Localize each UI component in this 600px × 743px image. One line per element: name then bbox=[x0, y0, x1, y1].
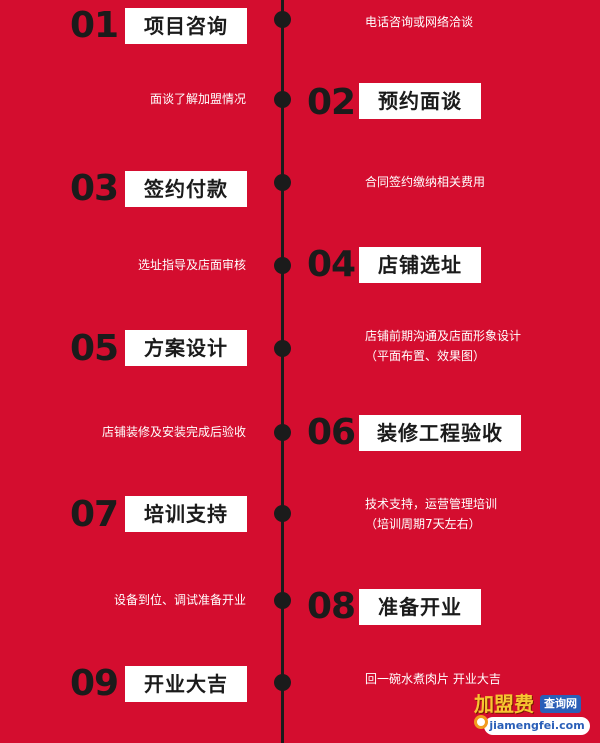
timeline-dot bbox=[274, 592, 291, 609]
step-description-line: 回一碗水煮肉片 开业大吉 bbox=[365, 672, 501, 686]
step-description: 合同签约缴纳相关费用 bbox=[365, 172, 485, 192]
timeline-dot bbox=[274, 257, 291, 274]
step-title: 开业大吉 bbox=[125, 666, 247, 702]
timeline-dot bbox=[274, 340, 291, 357]
step-title: 项目咨询 bbox=[125, 8, 247, 44]
step-08: 设备到位、调试准备开业 08 准备开业 bbox=[0, 580, 600, 640]
timeline-line bbox=[281, 0, 284, 743]
step-description-line: 技术支持，运营管理培训 bbox=[365, 497, 498, 511]
step-description: 设备到位、调试准备开业 bbox=[114, 590, 246, 610]
step-description-line: 合同签约缴纳相关费用 bbox=[365, 175, 486, 189]
step-number: 07 bbox=[70, 494, 119, 535]
step-description-line: 设备到位、调试准备开业 bbox=[113, 593, 246, 607]
step-description-line: 店铺装修及安装完成后验收 bbox=[101, 425, 246, 439]
step-title: 方案设计 bbox=[125, 330, 247, 366]
step-description: 面谈了解加盟情况 bbox=[150, 89, 246, 109]
step-05: 05 方案设计 店铺前期沟通及店面形象设计 （平面布置、效果图） bbox=[0, 324, 600, 384]
watermark-header: 加盟费 查询网 bbox=[474, 691, 592, 717]
step-number: 04 bbox=[307, 244, 356, 285]
step-title: 培训支持 bbox=[125, 496, 247, 532]
step-03: 03 签约付款 合同签约缴纳相关费用 bbox=[0, 163, 600, 223]
watermark-logo: 加盟费 查询网 jiamengfei.com bbox=[474, 689, 592, 739]
step-description: 店铺装修及安装完成后验收 bbox=[102, 422, 246, 442]
timeline-dot bbox=[274, 505, 291, 522]
step-description: 回一碗水煮肉片 开业大吉 bbox=[365, 669, 501, 689]
step-title: 预约面谈 bbox=[359, 83, 481, 119]
step-description-line: 面谈了解加盟情况 bbox=[149, 92, 246, 106]
step-number: 08 bbox=[307, 586, 356, 627]
step-description-line: （平面布置、效果图） bbox=[365, 349, 486, 363]
step-description: 店铺前期沟通及店面形象设计 （平面布置、效果图） bbox=[365, 326, 521, 366]
step-number: 05 bbox=[70, 328, 119, 369]
watermark-brand: 加盟费 bbox=[474, 692, 534, 716]
step-title: 店铺选址 bbox=[359, 247, 481, 283]
step-description-line: （培训周期7天左右） bbox=[365, 517, 481, 531]
timeline-dot bbox=[274, 11, 291, 28]
step-number: 02 bbox=[307, 82, 356, 123]
magnifier-icon bbox=[474, 715, 488, 729]
step-09: 09 开业大吉 回一碗水煮肉片 开业大吉 bbox=[0, 660, 600, 720]
step-06: 店铺装修及安装完成后验收 06 装修工程验收 bbox=[0, 411, 600, 471]
step-07: 07 培训支持 技术支持，运营管理培训 （培训周期7天左右） bbox=[0, 491, 600, 551]
watermark-badge: 查询网 bbox=[540, 695, 581, 713]
timeline-dot bbox=[274, 424, 291, 441]
timeline-dot bbox=[274, 674, 291, 691]
step-description-line: 电话咨询或网络洽谈 bbox=[365, 15, 474, 29]
step-description: 选址指导及店面审核 bbox=[138, 255, 246, 275]
step-number: 03 bbox=[70, 168, 119, 209]
step-description-line: 选址指导及店面审核 bbox=[137, 258, 246, 272]
watermark-url: jiamengfei.com bbox=[484, 717, 590, 735]
step-description-line: 店铺前期沟通及店面形象设计 bbox=[365, 329, 522, 343]
step-title: 装修工程验收 bbox=[359, 415, 521, 451]
timeline-dot bbox=[274, 91, 291, 108]
step-title: 签约付款 bbox=[125, 171, 247, 207]
step-description: 技术支持，运营管理培训 （培训周期7天左右） bbox=[365, 494, 497, 534]
step-number: 06 bbox=[307, 412, 356, 453]
step-description: 电话咨询或网络洽谈 bbox=[365, 12, 473, 32]
step-title: 准备开业 bbox=[359, 589, 481, 625]
step-number: 09 bbox=[70, 663, 119, 704]
step-number: 01 bbox=[70, 5, 119, 46]
timeline-dot bbox=[274, 174, 291, 191]
step-02: 面谈了解加盟情况 02 预约面谈 bbox=[0, 80, 600, 140]
step-04: 选址指导及店面审核 04 店铺选址 bbox=[0, 245, 600, 305]
step-01: 01 项目咨询 电话咨询或网络洽谈 bbox=[0, 0, 600, 60]
